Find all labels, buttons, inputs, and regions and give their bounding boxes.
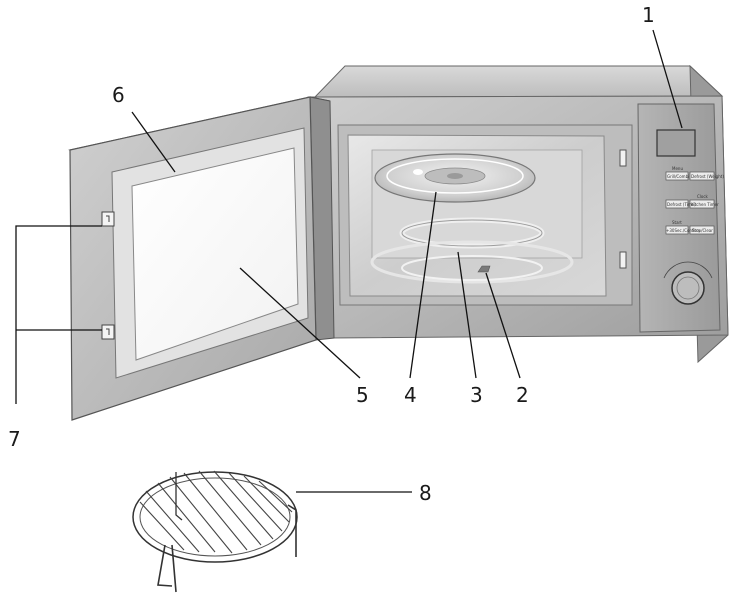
microwave-door [68, 96, 335, 421]
label-30sec: +30Sec./Confirm [666, 228, 700, 233]
body-top [313, 65, 724, 98]
callout-5: 5 [356, 383, 369, 407]
turntable-assembly [370, 153, 574, 284]
label-start: Start [672, 220, 682, 225]
callout-2: 2 [516, 383, 529, 407]
callout-4: 4 [404, 383, 417, 407]
display-screen [656, 129, 696, 157]
grill-rack [132, 470, 298, 593]
button-start[interactable] [665, 225, 689, 235]
door-latch-upper [101, 211, 115, 227]
callout-7: 7 [8, 427, 21, 451]
callout-3: 3 [470, 383, 483, 407]
drive-coupling [477, 265, 491, 273]
interlock-slot-upper [619, 149, 627, 167]
label-clock: Clock [697, 194, 709, 199]
control-panel [637, 103, 721, 333]
callout-1: 1 [642, 3, 655, 27]
button-stop[interactable] [689, 225, 715, 235]
label-menu: Menu [672, 166, 683, 171]
label-defrost-weight: Defrost (Weight) [691, 174, 724, 179]
label-stop-clear: Stop/Clear [692, 228, 713, 233]
button-defrost-time[interactable] [665, 199, 689, 209]
interlock-slot-lower [619, 251, 627, 269]
control-panel-details: Menu Grill/Combi Defrost (Weight) Defros… [656, 129, 724, 305]
button-defrost-weight[interactable] [689, 171, 715, 181]
button-menu[interactable] [665, 171, 689, 181]
callout-8: 8 [419, 481, 432, 505]
door-window [131, 147, 299, 361]
button-clock[interactable] [689, 199, 715, 209]
oven-cavity [337, 124, 633, 306]
label-defrost-time: Defrost (Time) [667, 202, 696, 207]
leader-lines [15, 29, 683, 493]
label-kitchen-timer: Kitchen Timer [691, 202, 719, 207]
label-grill-combi: Grill/Combi [667, 174, 689, 179]
callout-6: 6 [112, 83, 125, 107]
door-latch-lower [101, 324, 115, 340]
